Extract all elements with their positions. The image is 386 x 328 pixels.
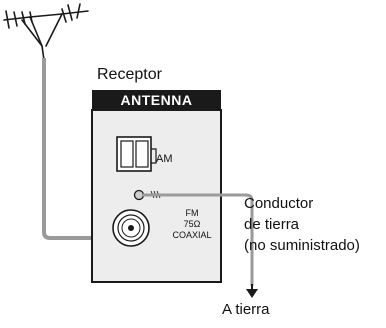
ground-wire-label-line: (no suministrado) [244, 237, 360, 254]
antenna-lead-wire [42, 58, 130, 240]
ground-wire [142, 193, 254, 286]
earth-label: A tierra [222, 301, 270, 318]
ground-wire-label-line: Conductor [244, 195, 314, 212]
fm-impedance-label: 75Ω [183, 219, 201, 229]
fm-coaxial-jack-icon [112, 209, 150, 247]
ground-wire-label-line: de tierra [244, 216, 300, 233]
am-terminal-icon [116, 136, 157, 172]
fm-label-line: FM [185, 208, 199, 218]
receiver-label: Receptor [97, 66, 162, 83]
earth-arrow-icon [246, 284, 258, 298]
antenna-panel-header: ANTENNA [92, 90, 221, 110]
am-terminal-label: AM [156, 153, 173, 165]
fm-antenna-icon [3, 3, 89, 61]
fm-coaxial-label: COAXIAL [172, 230, 212, 240]
